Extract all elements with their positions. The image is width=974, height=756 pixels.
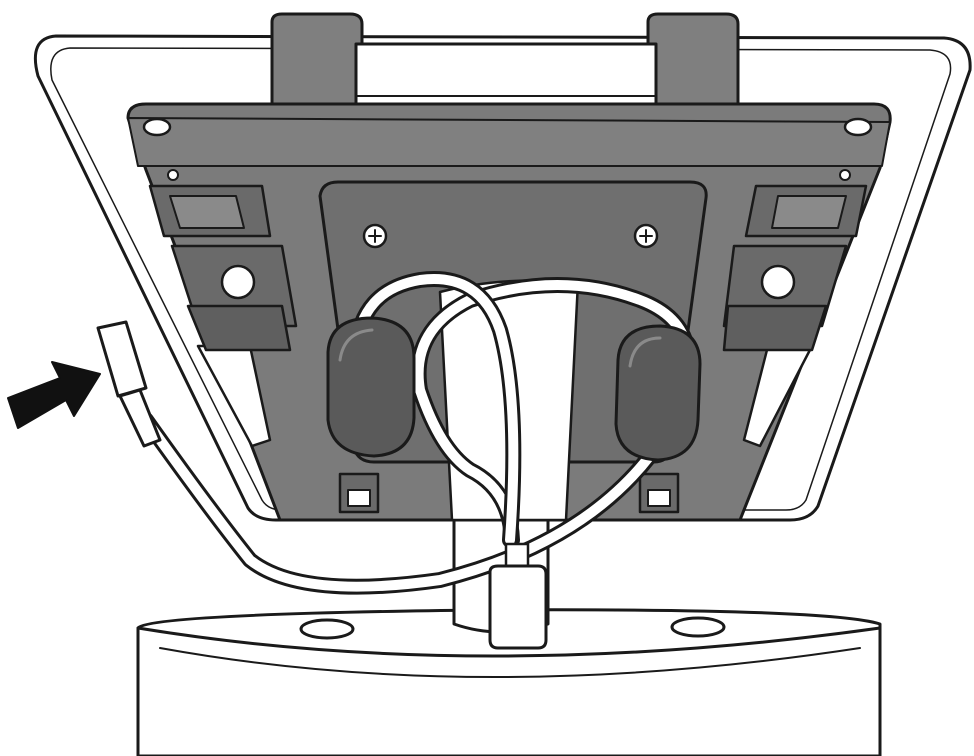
corner-hole-left [142,117,172,137]
screw-right [633,223,659,249]
base-hole-right [670,616,726,638]
clamp-right [722,184,868,448]
screw-left [362,223,388,249]
ferrite-core-left [326,316,416,458]
ferrite-core-right [614,324,702,462]
usb-connector [488,542,548,650]
arrow-right-icon [7,361,101,429]
clamp-left [148,184,298,448]
bracket-handle-left [270,12,364,106]
bracket-handle-right [646,12,740,106]
base-hole-left [299,618,355,640]
corner-hole-right [843,117,873,137]
cable-plug-left [96,320,162,448]
